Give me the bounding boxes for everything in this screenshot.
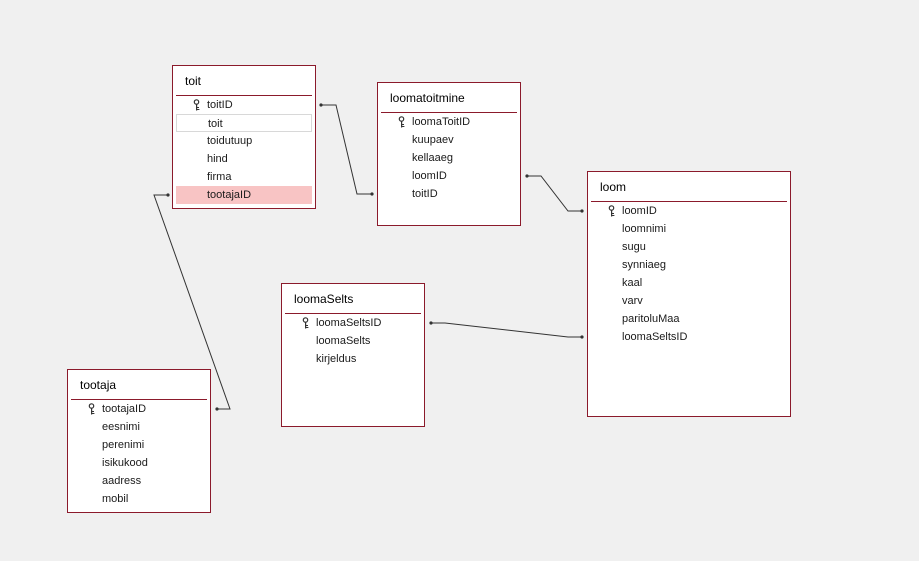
table-toit[interactable]: toit toitID toit toidutuup hind firma to… bbox=[172, 65, 316, 209]
relation-endpoint bbox=[580, 335, 584, 339]
field-row[interactable]: tootajaID bbox=[71, 400, 207, 418]
field-label: firma bbox=[207, 171, 232, 183]
table-loom[interactable]: loom loomID loomnimi sugu synniaeg kaal … bbox=[587, 171, 791, 417]
title-divider bbox=[591, 201, 787, 202]
field-row[interactable]: loomaToitID bbox=[381, 113, 517, 131]
relation-endpoint bbox=[580, 209, 584, 213]
field-label: loomaSeltsID bbox=[316, 317, 382, 329]
field-label: synniaeg bbox=[622, 259, 667, 271]
field-label: tootajaID bbox=[207, 189, 252, 201]
field-label: toitID bbox=[412, 188, 438, 200]
field-row[interactable]: loomaSeltsID bbox=[591, 328, 787, 346]
field-list: toitID toit toidutuup hind firma tootaja… bbox=[176, 96, 312, 204]
field-label: kirjeldus bbox=[316, 353, 357, 365]
field-row[interactable]: sugu bbox=[591, 238, 787, 256]
field-label: varv bbox=[622, 295, 643, 307]
field-list: loomaToitID kuupaev kellaaeg loomID toit… bbox=[381, 113, 517, 203]
field-label: toit bbox=[208, 118, 223, 130]
relation-endpoint bbox=[215, 407, 219, 411]
table-loomatoitmine[interactable]: loomatoitmine loomaToitID kuupaev kellaa… bbox=[377, 82, 521, 226]
field-row[interactable]: loomaSelts bbox=[285, 332, 421, 350]
field-label: paritoluMaa bbox=[622, 313, 680, 325]
table-loomaselts[interactable]: loomaSelts loomaSeltsID loomaSelts kirje… bbox=[281, 283, 425, 427]
table-tootaja[interactable]: tootaja tootajaID eesnimi perenimi isiku… bbox=[67, 369, 211, 513]
field-label: toidutuup bbox=[207, 135, 253, 147]
relation-endpoint bbox=[319, 103, 323, 107]
field-label: aadress bbox=[102, 475, 142, 487]
field-row[interactable]: toit bbox=[176, 114, 312, 132]
field-list: loomID loomnimi sugu synniaeg kaal varv … bbox=[591, 202, 787, 346]
field-label: loomID bbox=[622, 205, 657, 217]
field-row[interactable]: toidutuup bbox=[176, 132, 312, 150]
relation-endpoint bbox=[525, 174, 529, 178]
relation-endpoint bbox=[429, 321, 433, 325]
field-row[interactable]: toitID bbox=[381, 185, 517, 203]
field-row[interactable]: isikukood bbox=[71, 454, 207, 472]
field-label: loomnimi bbox=[622, 223, 667, 235]
field-row[interactable]: paritoluMaa bbox=[591, 310, 787, 328]
key-icon bbox=[193, 99, 200, 111]
field-row[interactable]: aadress bbox=[71, 472, 207, 490]
field-label: sugu bbox=[622, 241, 646, 253]
field-label: isikukood bbox=[102, 457, 148, 469]
field-label: loomaToitID bbox=[412, 116, 471, 128]
field-row[interactable]: kaal bbox=[591, 274, 787, 292]
field-row[interactable]: loomID bbox=[591, 202, 787, 220]
field-label: hind bbox=[207, 153, 228, 165]
field-label: loomaSeltsID bbox=[622, 331, 688, 343]
relation-loomaselts-loom[interactable] bbox=[430, 322, 583, 338]
title-divider bbox=[71, 399, 207, 400]
field-label: perenimi bbox=[102, 439, 145, 451]
field-label: mobil bbox=[102, 493, 129, 505]
field-list: loomaSeltsID loomaSelts kirjeldus bbox=[285, 314, 421, 368]
table-title[interactable]: loomaSelts bbox=[294, 292, 354, 306]
field-row[interactable]: hind bbox=[176, 150, 312, 168]
field-label: tootajaID bbox=[102, 403, 147, 415]
field-row[interactable]: kellaaeg bbox=[381, 149, 517, 167]
title-divider bbox=[285, 313, 421, 314]
field-label: loomID bbox=[412, 170, 447, 182]
field-label: toitID bbox=[207, 99, 233, 111]
title-divider bbox=[381, 112, 517, 113]
table-title[interactable]: tootaja bbox=[80, 378, 117, 392]
field-row[interactable]: loomaSeltsID bbox=[285, 314, 421, 332]
field-row[interactable]: varv bbox=[591, 292, 787, 310]
field-row[interactable]: eesnimi bbox=[71, 418, 207, 436]
field-row[interactable]: toitID bbox=[176, 96, 312, 114]
title-divider bbox=[176, 95, 312, 96]
table-title[interactable]: toit bbox=[185, 74, 202, 88]
relation-endpoint bbox=[370, 192, 374, 196]
key-icon bbox=[302, 317, 309, 329]
key-icon bbox=[608, 205, 615, 217]
field-row[interactable]: loomID bbox=[381, 167, 517, 185]
field-row[interactable]: kuupaev bbox=[381, 131, 517, 149]
field-row[interactable]: tootajaID bbox=[176, 186, 312, 204]
field-label: loomaSelts bbox=[316, 335, 371, 347]
table-title[interactable]: loom bbox=[600, 180, 627, 194]
field-row[interactable]: perenimi bbox=[71, 436, 207, 454]
field-label: kellaaeg bbox=[412, 152, 453, 164]
relation-loomatoitmine-loom[interactable] bbox=[526, 175, 583, 212]
table-title[interactable]: loomatoitmine bbox=[390, 91, 465, 105]
field-label: kuupaev bbox=[412, 134, 454, 146]
key-icon bbox=[398, 116, 405, 128]
key-icon bbox=[88, 403, 95, 415]
field-list: tootajaID eesnimi perenimi isikukood aad… bbox=[71, 400, 207, 508]
field-label: kaal bbox=[622, 277, 643, 289]
field-label: eesnimi bbox=[102, 421, 140, 433]
field-row[interactable]: kirjeldus bbox=[285, 350, 421, 368]
field-row[interactable]: firma bbox=[176, 168, 312, 186]
relation-toit-loomatoitmine[interactable] bbox=[320, 104, 373, 195]
relation-endpoint bbox=[166, 193, 170, 197]
field-row[interactable]: mobil bbox=[71, 490, 207, 508]
field-row[interactable]: loomnimi bbox=[591, 220, 787, 238]
field-row[interactable]: synniaeg bbox=[591, 256, 787, 274]
